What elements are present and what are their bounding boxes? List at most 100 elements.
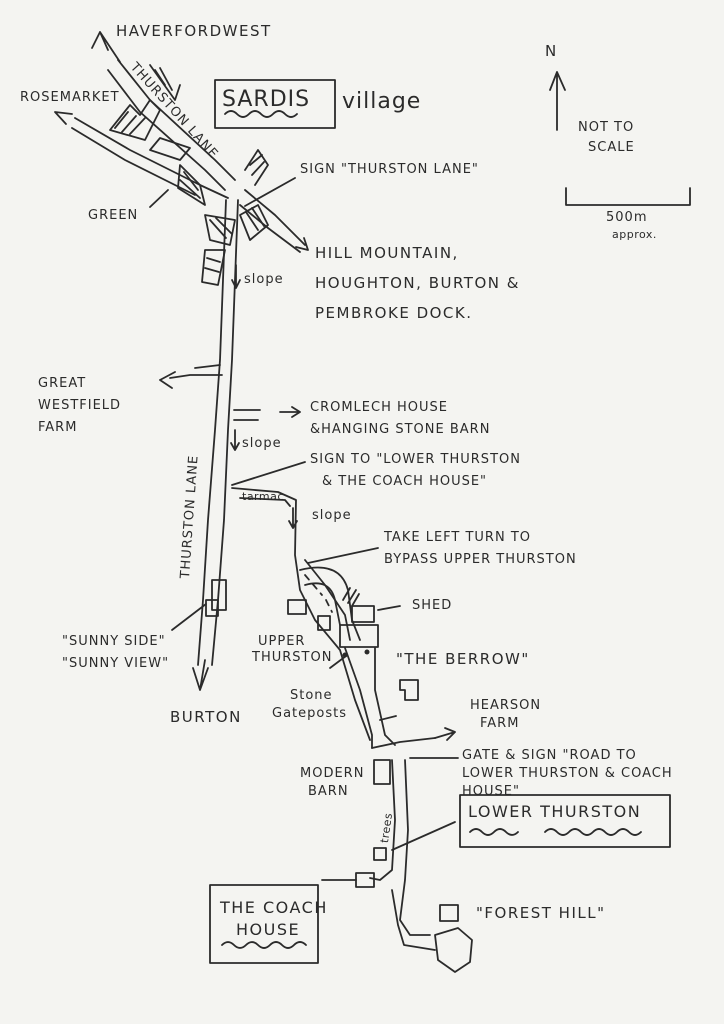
gatepost-dots — [342, 649, 370, 658]
coach-house-wave — [221, 941, 307, 949]
arrow-burton — [192, 659, 209, 691]
label-slope-2: slope — [242, 436, 282, 451]
sardis-box — [214, 79, 336, 129]
label-coach-house-1: THE COACH — [220, 898, 328, 917]
coach-house-building — [355, 872, 375, 888]
pointer-sunny — [171, 603, 207, 631]
modern-barn — [373, 759, 391, 785]
sardis-wave — [224, 110, 298, 118]
tarmac-lane-east — [239, 497, 291, 507]
label-gate-sign-2: LOWER THURSTON & COACH — [462, 766, 673, 781]
arrow-rosemarket — [54, 111, 73, 125]
sunny-view-house — [205, 599, 219, 617]
road-great-westfield-edge — [194, 364, 221, 369]
lower-thurston-wave — [469, 828, 642, 836]
berrow-house — [399, 679, 419, 701]
scale-label-2: approx. — [612, 228, 657, 241]
label-slope-1: slope — [244, 272, 284, 287]
upper-thurston-building-2 — [317, 615, 331, 631]
label-gate-sign-3: HOUSE" — [462, 784, 520, 799]
label-hill-mountain-3: PEMBROKE DOCK. — [315, 304, 473, 322]
forest-hill-yard — [434, 927, 473, 973]
hatch-upper — [342, 587, 360, 607]
lane-south-west-2 — [391, 889, 436, 951]
sunny-side-house — [211, 579, 227, 611]
label-stone-gateposts-2: Gateposts — [272, 706, 347, 721]
bypass-dashed — [304, 574, 333, 613]
lane-south-west — [369, 759, 396, 881]
label-hearson-2: FARM — [480, 716, 520, 731]
road-to-haverfordwest-edge — [107, 69, 226, 191]
scale-note-2: SCALE — [588, 140, 635, 155]
label-hill-mountain-1: HILL MOUNTAIN, — [315, 244, 459, 262]
gatepost-dot-2 — [364, 649, 370, 655]
road-great-westfield — [169, 374, 223, 379]
label-lower-thurston: LOWER THURSTON — [468, 802, 642, 821]
lower-thurston-box — [459, 794, 671, 848]
slope-arrow-3 — [288, 507, 298, 529]
pointer-gateposts — [329, 655, 347, 669]
label-stone-gateposts-1: Stone — [290, 688, 333, 703]
label-the-berrow: "THE BERROW" — [396, 650, 530, 668]
pointer-take-left — [307, 547, 379, 564]
label-coach-house-2: HOUSE — [236, 920, 301, 939]
scale-bar — [565, 187, 691, 206]
north-arrow — [549, 71, 566, 131]
pointer-sign-thurston — [244, 177, 296, 207]
slope-arrow-2 — [230, 429, 240, 451]
label-slope-3: slope — [312, 508, 352, 523]
forest-hill-house — [439, 904, 459, 922]
label-village: village — [342, 89, 422, 114]
road-to-pembroke-edge — [239, 204, 301, 253]
coach-house-box — [209, 884, 319, 964]
upper-thurston-building-1 — [287, 599, 307, 615]
label-cromlech-2: &HANGING STONE BARN — [310, 422, 491, 437]
tarmac-lane-west — [231, 487, 371, 741]
scale-label-1: 500m — [606, 210, 648, 225]
bypass-road-inner — [304, 582, 341, 626]
label-sign-thurston-lane: SIGN "THURSTON LANE" — [300, 162, 479, 177]
road-to-pembroke — [244, 189, 306, 246]
shed-building — [351, 605, 375, 623]
pointer-lower-thurston — [391, 821, 456, 851]
label-forest-hill: "FOREST HILL" — [476, 904, 606, 922]
label-sardis: SARDIS — [222, 87, 311, 112]
thurston-lane-west — [197, 199, 227, 666]
gatepost-dot-1 — [342, 652, 348, 658]
gate-bar — [379, 715, 397, 721]
label-hill-mountain-2: HOUGHTON, BURTON & — [315, 274, 520, 292]
upper-thurston-yard — [339, 624, 379, 648]
pointer-shed — [377, 605, 401, 611]
label-gate-sign-1: GATE & SIGN "ROAD TO — [462, 748, 637, 763]
slope-arrow-1 — [231, 264, 241, 289]
label-modern-barn-1: MODERN — [300, 766, 365, 781]
label-great-westfield-3: FARM — [38, 420, 78, 435]
lane-to-gate-east — [374, 647, 396, 746]
pointer-sign-lower — [231, 461, 306, 486]
label-rosemarket: ROSEMARKET — [20, 90, 120, 105]
label-take-left-2: BYPASS UPPER THURSTON — [384, 552, 577, 567]
label-upper-thurston-1: UPPER — [258, 634, 306, 649]
label-sign-lower-1: SIGN TO "LOWER THURSTON — [310, 452, 521, 467]
arrow-cromlech — [279, 406, 301, 418]
road-to-rosemarket-edge — [71, 127, 196, 196]
arrow-hearson — [434, 727, 456, 741]
label-tarmac: tarmac — [242, 490, 284, 503]
road-to-rosemarket — [74, 117, 229, 199]
label-sign-lower-2: & THE COACH HOUSE" — [322, 474, 488, 489]
label-haverfordwest: HAVERFORDWEST — [116, 22, 272, 40]
road-to-haverfordwest — [117, 59, 236, 181]
arrow-haverfordwest — [91, 31, 121, 63]
junction-road — [371, 737, 436, 749]
label-take-left-1: TAKE LEFT TURN TO — [384, 530, 531, 545]
arrow-pembroke — [295, 237, 309, 251]
label-cromlech-1: CROMLECH HOUSE — [310, 400, 448, 415]
lane-to-gate-west — [344, 647, 373, 749]
lane-south-east — [399, 759, 431, 936]
label-upper-thurston-2: THURSTON — [252, 650, 333, 665]
lower-thurston-house — [373, 847, 387, 861]
label-sunny-side: "SUNNY SIDE" — [62, 634, 166, 649]
label-modern-barn-2: BARN — [308, 784, 349, 799]
village-buildings — [109, 64, 269, 286]
